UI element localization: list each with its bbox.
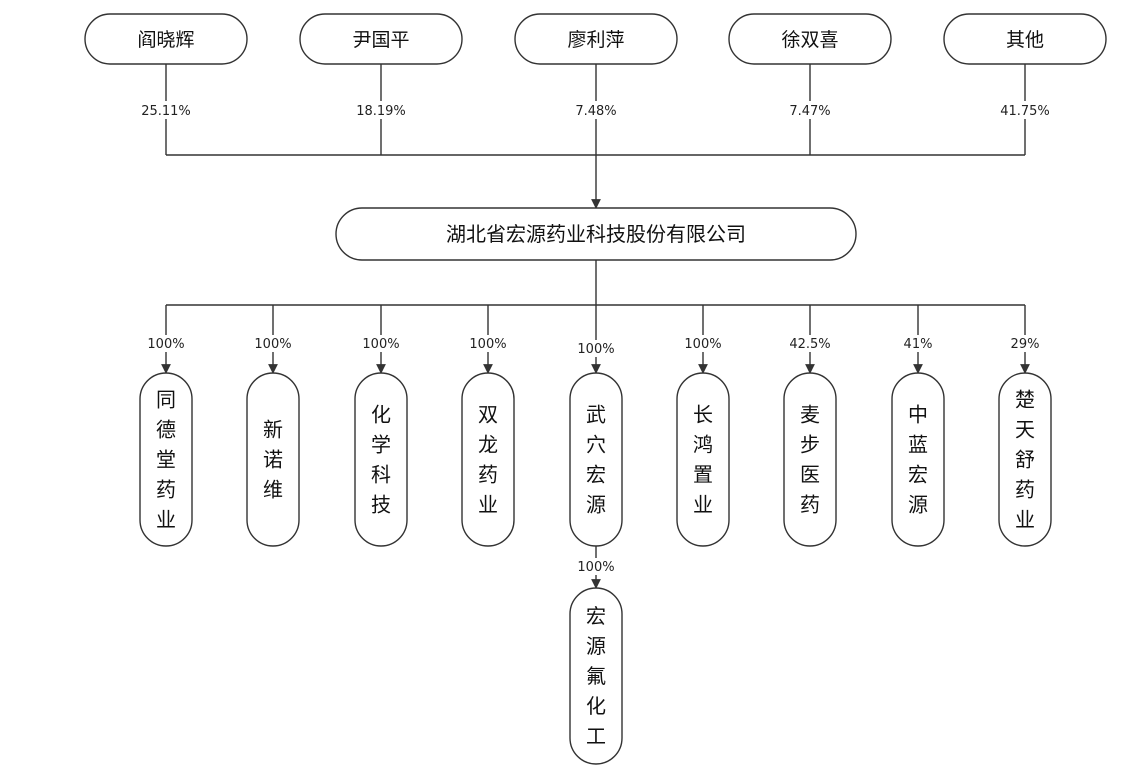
subsidiary-node: 同德堂药业 (139, 372, 193, 547)
subsidiary-box (246, 372, 300, 547)
subsidiary-pct-label: 100% (469, 337, 506, 352)
sub-subsidiary-node: 宏源氟化工 (569, 587, 623, 765)
subsidiary-node: 双龙药业 (461, 372, 515, 547)
label-backing (140, 335, 192, 352)
company-name: 湖北省宏源药业科技股份有限公司 (446, 222, 746, 246)
subsidiary-box (783, 372, 837, 547)
label-backing (677, 335, 729, 352)
shareholders-row: 阎晓辉 25.11% 尹国平 18.19% 廖利萍 7.48% 徐双喜 7.47% 其他 41.7… (84, 13, 1107, 119)
shareholder-node: 廖利萍 (514, 13, 678, 65)
shareholder-name: 徐双喜 (781, 29, 838, 51)
subsidiary-name: 武穴宏源 (586, 403, 606, 517)
shareholder-node: 阎晓辉 (84, 13, 248, 65)
subsidiary-name: 化学科技 (371, 403, 391, 517)
subsidiary-box (461, 372, 515, 547)
subsidiary-node: 化学科技 (354, 372, 408, 547)
subsidiary-box (891, 372, 945, 547)
label-backing (351, 101, 411, 119)
subsidiary-name: 双龙药业 (478, 403, 498, 517)
label-backing (784, 335, 836, 352)
shareholder-pct-label: 25.11% (141, 104, 191, 119)
label-backing (570, 558, 622, 575)
subsidiary-name: 长鸿置业 (693, 403, 713, 517)
shareholder-node: 其他 (943, 13, 1107, 65)
company-node-group: 湖北省宏源药业科技股份有限公司 (335, 207, 857, 261)
shareholder-node: 徐双喜 (728, 13, 892, 65)
subsidiary-name: 同德堂药业 (156, 388, 176, 532)
subsidiary-pct-label: 29% (1011, 337, 1040, 352)
subsidiary-box (139, 372, 193, 547)
shareholder-pct-label: 41.75% (1000, 104, 1050, 119)
shareholder-node: 尹国平 (299, 13, 463, 65)
label-backing (892, 335, 944, 352)
shareholder-name: 其他 (1006, 29, 1044, 51)
subsidiary-node: 武穴宏源 (569, 372, 623, 547)
label-backing (999, 335, 1051, 352)
subsidiary-node: 中蓝宏源 (891, 372, 945, 547)
subsidiary-pct-label: 100% (147, 337, 184, 352)
sub-subsidiary-group: 100% 宏源氟化工 (569, 558, 623, 765)
subsidiary-box (354, 372, 408, 547)
subsidiary-name: 中蓝宏源 (908, 403, 928, 517)
subsidiary-node: 楚天舒药业 (998, 372, 1052, 547)
company-box (335, 207, 857, 261)
shareholder-box (943, 13, 1107, 65)
subsidiary-pct-label: 100% (684, 337, 721, 352)
subsidiary-pct-label: 100% (577, 342, 614, 357)
shareholder-box (514, 13, 678, 65)
shareholder-box (299, 13, 463, 65)
subsidiary-name: 新诺维 (263, 418, 283, 502)
subsidiary-pct-label: 100% (254, 337, 291, 352)
label-backing (995, 101, 1055, 119)
shareholder-name: 阎晓辉 (137, 29, 194, 51)
subsidiary-box (676, 372, 730, 547)
label-backing (462, 335, 514, 352)
sub-subsidiary-box (569, 587, 623, 765)
subsidiary-box (569, 372, 623, 547)
label-backing (566, 101, 626, 119)
shareholder-box (728, 13, 892, 65)
label-backing (355, 335, 407, 352)
shareholder-pct-label: 7.48% (575, 104, 616, 119)
sub-subsidiary-pct-label: 100% (577, 560, 614, 575)
subsidiary-box (998, 372, 1052, 547)
subsidiary-pct-label: 41% (904, 337, 933, 352)
label-backing (570, 340, 622, 357)
shareholder-pct-label: 7.47% (789, 104, 830, 119)
subsidiaries-row: 100% 同德堂药业 100% 新诺维 100% 化学科技 100% 双龙药业 100% 武穴宏源… (139, 335, 1052, 547)
label-backing (247, 335, 299, 352)
label-backing (136, 101, 196, 119)
subsidiary-name: 麦步医药 (800, 403, 820, 517)
sub-subsidiary-name: 宏源氟化工 (586, 604, 606, 748)
subsidiary-node: 新诺维 (246, 372, 300, 547)
shareholder-name: 尹国平 (352, 29, 409, 51)
subsidiary-pct-label: 100% (362, 337, 399, 352)
shareholder-box (84, 13, 248, 65)
subsidiary-name: 楚天舒药业 (1015, 388, 1035, 532)
label-backing (780, 101, 840, 119)
shareholder-pct-label: 18.19% (356, 104, 406, 119)
subsidiary-node: 长鸿置业 (676, 372, 730, 547)
subsidiary-node: 麦步医药 (783, 372, 837, 547)
company-node: 湖北省宏源药业科技股份有限公司 (335, 207, 857, 261)
subsidiary-pct-label: 42.5% (789, 337, 830, 352)
shareholder-name: 廖利萍 (567, 29, 624, 51)
